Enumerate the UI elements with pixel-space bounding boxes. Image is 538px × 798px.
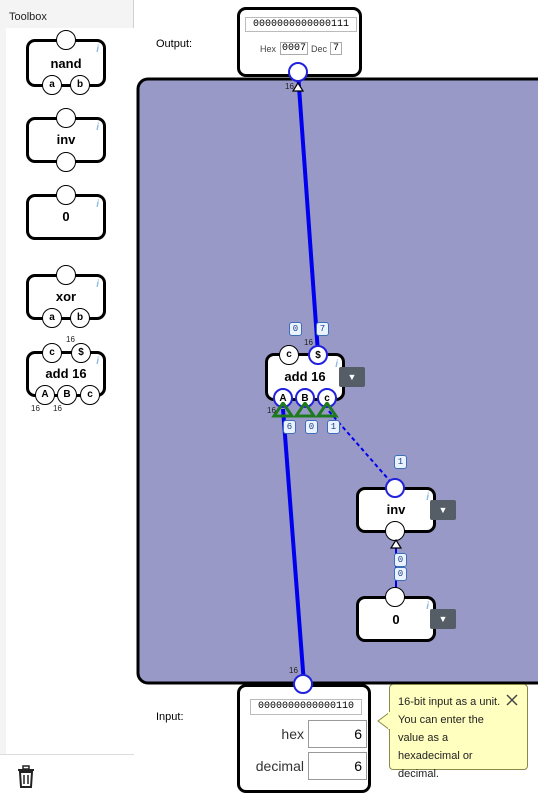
input-c-triangle-icon: [315, 402, 339, 418]
output-binary-display: 0000000000000111: [245, 17, 357, 32]
add16-input-c[interactable]: c: [80, 385, 100, 405]
input-decimal-label: decimal: [255, 758, 304, 774]
add16-input-b[interactable]: B: [57, 385, 77, 405]
add16-input-a[interactable]: A: [35, 385, 55, 405]
zero-output-port[interactable]: [56, 185, 76, 205]
inv-top-port[interactable]: [385, 478, 405, 498]
output-hex-label: Hex: [260, 44, 277, 54]
toolbox-item-nand[interactable]: nand i a b: [26, 30, 106, 95]
output-width-label: 16: [285, 82, 294, 91]
toolbox-item-inv[interactable]: inv i: [26, 108, 106, 172]
inv-output-port[interactable]: [56, 108, 76, 128]
toolbox-footer: [0, 754, 134, 798]
adder-width-bottom: 16: [267, 406, 276, 415]
toolbox-item-label: inv: [56, 132, 76, 147]
output-node-port[interactable]: [288, 62, 308, 82]
wire-input-to-a: [281, 408, 306, 685]
adder-input-a-port[interactable]: A: [273, 388, 293, 408]
width-label: 16: [53, 404, 62, 413]
input-node[interactable]: 0000000000000110 hex 6 decimal 6: [237, 684, 371, 793]
input-binary-display: 0000000000000110: [250, 699, 362, 715]
tooltip-text: 16-bit input as a unit. You can enter th…: [398, 696, 501, 780]
info-icon: i: [96, 44, 99, 55]
nand-output-port[interactable]: [56, 30, 76, 50]
input-node-port[interactable]: [293, 674, 313, 694]
input-label: Input:: [156, 711, 184, 723]
toolbox-item-add16[interactable]: 16 c $ add 16 i A B c 16 16: [26, 335, 106, 413]
output-arrow-icon: [292, 82, 304, 92]
wire-sum-to-output: [296, 72, 320, 354]
info-icon: i: [426, 492, 429, 503]
add16-sum-port[interactable]: $: [71, 343, 91, 363]
zero-label: 0: [392, 612, 400, 627]
adder-sum-tag: 7: [316, 322, 329, 336]
input-decimal-field[interactable]: 6: [308, 752, 367, 780]
inv-input-arrow-icon: [390, 539, 402, 549]
zero-dropdown-button[interactable]: ▼: [430, 609, 456, 629]
info-icon: i: [96, 279, 99, 290]
xor-input-b[interactable]: b: [70, 308, 90, 328]
nand-input-b[interactable]: b: [70, 75, 90, 95]
info-icon: i: [96, 199, 99, 210]
inv-output-tag-1: 0: [394, 553, 407, 567]
nand-input-a[interactable]: a: [42, 75, 62, 95]
input-b-triangle-icon: [293, 402, 317, 418]
inv-input-port[interactable]: [56, 152, 76, 172]
adder-width-top: 16: [304, 338, 313, 347]
toolbox-item-label: nand: [50, 56, 82, 71]
tooltip-pointer-cover: [388, 712, 391, 729]
zero-output-tag: 0: [394, 567, 407, 581]
add16-carry-out-port[interactable]: c: [42, 343, 62, 363]
adder-input-triangles: [271, 402, 339, 418]
output-label: Output:: [156, 38, 193, 50]
input-hex-field[interactable]: 6: [308, 720, 367, 748]
inv-label: inv: [386, 502, 406, 517]
output-dec-label: Dec: [311, 44, 328, 54]
input-tooltip: 16-bit input as a unit. You can enter th…: [389, 684, 528, 780]
adder-input-b-tag: 0: [305, 420, 318, 434]
toolbox-panel: Toolbox nand i a b inv i 0 i xor i a: [0, 0, 134, 798]
width-label: 16: [66, 335, 75, 344]
zero-output-port[interactable]: [385, 587, 405, 607]
info-icon: i: [96, 122, 99, 133]
inv-dropdown-button[interactable]: ▼: [430, 500, 456, 520]
adder-dropdown-button[interactable]: ▼: [339, 367, 365, 387]
adder-sum-port[interactable]: $: [308, 345, 328, 365]
chevron-down-icon: ▼: [438, 505, 448, 515]
toolbox-item-xor[interactable]: xor i a b: [26, 265, 106, 328]
adder-input-c-port[interactable]: c: [317, 388, 337, 408]
toolbox-item-label: add 16: [45, 366, 87, 381]
trash-icon[interactable]: [16, 765, 36, 789]
toolbox-item-label: xor: [55, 289, 77, 304]
inv-bottom-port[interactable]: [385, 521, 405, 541]
xor-output-port[interactable]: [56, 265, 76, 285]
adder-label: add 16: [284, 369, 326, 384]
close-icon[interactable]: [506, 694, 518, 706]
info-icon: i: [335, 359, 338, 370]
adder-carry-out-tag: 0: [289, 322, 302, 336]
info-icon: i: [96, 356, 99, 367]
output-dec-value: 7: [330, 42, 343, 55]
input-hex-label: hex: [281, 726, 304, 742]
toolbox-title: Toolbox: [9, 11, 47, 23]
chevron-down-icon: ▼: [347, 372, 357, 382]
width-label: 16: [31, 404, 40, 413]
adder-input-c-tag: 1: [327, 420, 340, 434]
adder-input-b-port[interactable]: B: [295, 388, 315, 408]
adder-carry-out-port[interactable]: c: [279, 345, 299, 365]
adder-input-a-tag: 6: [283, 420, 296, 434]
output-hex-value: 0007: [280, 42, 309, 55]
toolbox-item-zero[interactable]: 0 i: [26, 185, 106, 240]
toolbox-item-label: 0: [62, 209, 70, 224]
xor-input-a[interactable]: a: [42, 308, 62, 328]
toolbox-list: nand i a b inv i 0 i xor i a b 16: [6, 28, 134, 754]
chevron-down-icon: ▼: [438, 614, 448, 624]
inv-input-tag: 1: [394, 455, 407, 469]
info-icon: i: [426, 601, 429, 612]
input-a-triangle-icon: [271, 402, 295, 418]
input-width-label: 16: [289, 666, 298, 675]
